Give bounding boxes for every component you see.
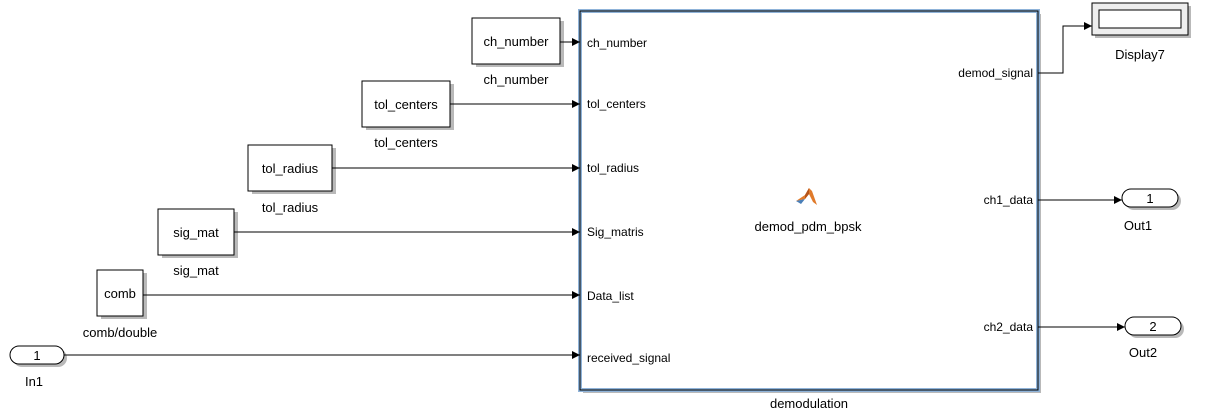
output-port-label: ch2_data [984,320,1034,334]
function-name-label: demod_pdm_bpsk [755,219,862,234]
display-caption: Display7 [1115,47,1165,62]
input-port-label: Data_list [587,289,634,303]
inport-block-in1[interactable]: 1 [9,345,67,367]
constant-value: tol_radius [262,161,319,176]
constant-caption: ch_number [483,72,549,87]
signal-line[interactable] [1038,22,1092,74]
constant-value: tol_centers [374,97,438,112]
signal-lines [64,22,1125,359]
outport-caption: Out2 [1129,345,1157,360]
constant-caption: tol_centers [374,135,438,150]
display-block[interactable] [1091,2,1191,38]
input-port-label: ch_number [587,36,647,50]
inport-caption: In1 [25,374,43,389]
constant-block-tol-centers[interactable]: tol_centers [361,80,454,130]
outport-block-out2[interactable]: 2 [1124,316,1184,338]
constant-caption: sig_mat [173,263,219,278]
constant-block-ch-number[interactable]: ch_number [471,17,564,67]
inport-number: 1 [33,348,40,363]
input-port-label: received_signal [587,351,670,365]
input-port-label: tol_radius [587,161,639,175]
constant-block-tol-radius[interactable]: tol_radius [247,144,336,194]
subsystem-caption: demodulation [770,396,848,411]
outport-number: 1 [1146,191,1153,206]
matlab-function-icon [796,188,817,205]
output-port-label: demod_signal [958,66,1033,80]
constant-caption: tol_radius [262,200,319,215]
input-port-label: Sig_matris [587,225,644,239]
outport-caption: Out1 [1124,218,1152,233]
output-port-label: ch1_data [984,193,1034,207]
input-port-label: tol_centers [587,97,646,111]
demodulation-subsystem[interactable] [578,9,1041,393]
outport-number: 2 [1149,319,1156,334]
constant-block-comb[interactable]: comb [96,269,147,319]
constant-value: ch_number [483,34,549,49]
constant-value: sig_mat [173,225,219,240]
constant-caption: comb/double [83,325,157,340]
outport-block-out1[interactable]: 1 [1121,188,1181,210]
constant-value: comb [104,286,136,301]
constant-block-sig-mat[interactable]: sig_mat [157,208,238,258]
